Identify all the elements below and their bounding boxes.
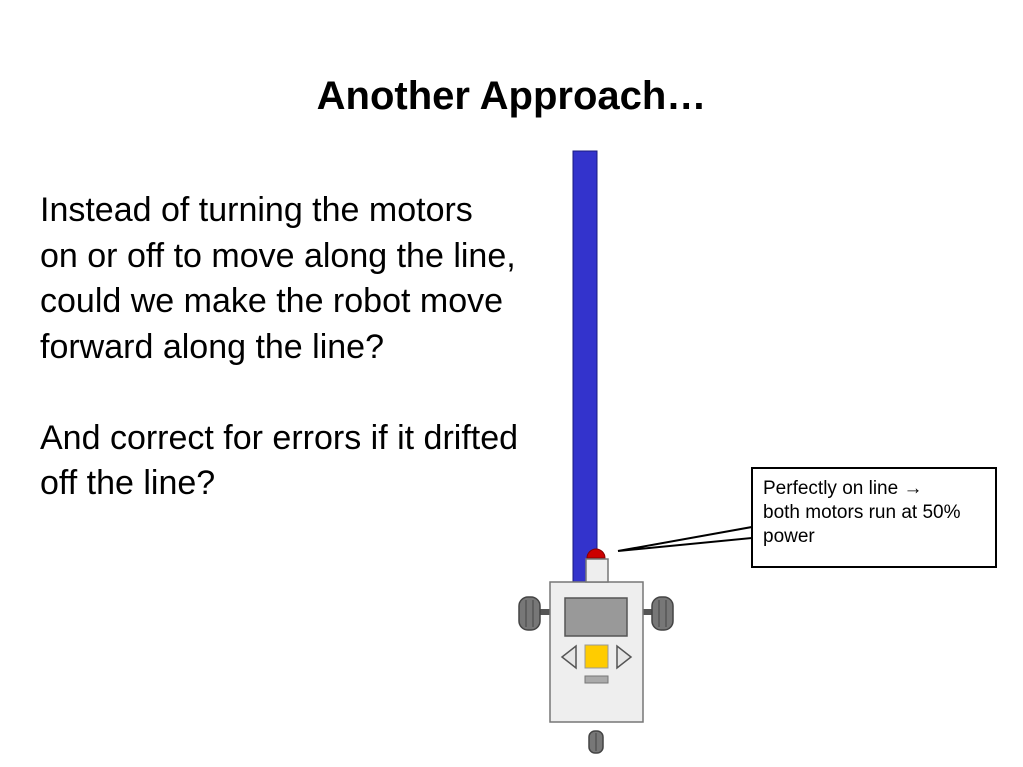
right-wheel: [652, 597, 673, 630]
callout-text-after: both motors run at 50% power: [763, 502, 961, 547]
light-sensor-icon: [586, 549, 608, 582]
callout-pointer: [618, 527, 752, 551]
callout-box: Perfectly on line → both motors run at 5…: [751, 467, 997, 568]
left-wheel: [519, 597, 540, 630]
bottom-button: [585, 676, 608, 683]
line-track: [573, 151, 597, 585]
robot-screen: [565, 598, 627, 636]
center-button: [585, 645, 608, 668]
callout-text-before: Perfectly on line: [763, 478, 898, 499]
right-arrow-icon: →: [903, 478, 922, 499]
robot-icon: [519, 582, 673, 753]
